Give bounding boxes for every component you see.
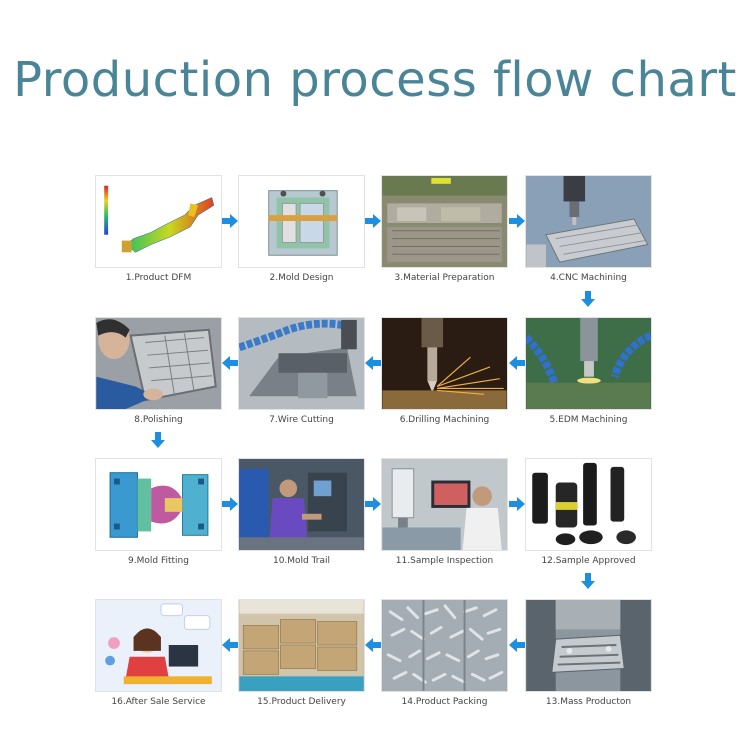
arrow-right-icon: [222, 497, 238, 511]
arrow-down-icon: [151, 432, 165, 448]
edm-icon: [525, 317, 652, 410]
step-cnc-machining: 4.CNC Machining: [525, 175, 652, 283]
step-label: 10.Mold Trail: [272, 556, 331, 566]
inspection-icon: [381, 458, 508, 551]
step-sample-inspection: 11.Sample Inspection: [381, 458, 508, 566]
sample-parts-icon: [525, 458, 652, 551]
cnc-icon: [525, 175, 652, 268]
step-mass-production: 13.Mass Producton: [525, 599, 652, 707]
step-label: 2.Mold Design: [269, 273, 334, 283]
step-label: 5.EDM Machining: [549, 415, 628, 425]
arrow-left-icon: [365, 638, 381, 652]
step-polishing: 8.Polishing: [95, 317, 222, 425]
step-label: 9.Mold Fitting: [128, 556, 189, 566]
mold-fitting-icon: [95, 458, 222, 551]
arrow-right-icon: [222, 214, 238, 228]
arrow-left-icon: [365, 356, 381, 370]
arrow-right-icon: [365, 497, 381, 511]
page-title: Production process flow chart: [13, 52, 737, 108]
mold-design-icon: [238, 175, 365, 268]
mold-trial-icon: [238, 458, 365, 551]
support-agent-icon: [95, 599, 222, 692]
packing-icon: [381, 599, 508, 692]
arrow-left-icon: [222, 638, 238, 652]
step-edm-machining: 5.EDM Machining: [525, 317, 652, 425]
step-label: 1.Product DFM: [125, 273, 192, 283]
mass-production-icon: [525, 599, 652, 692]
polishing-icon: [95, 317, 222, 410]
arrow-right-icon: [509, 214, 525, 228]
step-label: 7.Wire Cutting: [269, 415, 334, 425]
delivery-icon: [238, 599, 365, 692]
step-label: 13.Mass Producton: [545, 697, 632, 707]
step-wire-cutting: 7.Wire Cutting: [238, 317, 365, 425]
step-drilling-machining: 6.Drilling Machining: [381, 317, 508, 425]
step-sample-approved: 12.Sample Approved: [525, 458, 652, 566]
arrow-left-icon: [509, 638, 525, 652]
dfm-render-icon: [95, 175, 222, 268]
arrow-left-icon: [222, 356, 238, 370]
step-mold-trail: 10.Mold Trail: [238, 458, 365, 566]
step-mold-design: 2.Mold Design: [238, 175, 365, 283]
step-label: 12.Sample Approved: [541, 556, 636, 566]
drilling-icon: [381, 317, 508, 410]
step-mold-fitting: 9.Mold Fitting: [95, 458, 222, 566]
step-label: 16.After Sale Service: [111, 697, 206, 707]
arrow-left-icon: [509, 356, 525, 370]
arrow-right-icon: [365, 214, 381, 228]
step-after-sale-service: 16.After Sale Service: [95, 599, 222, 707]
step-label: 11.Sample Inspection: [395, 556, 494, 566]
arrow-down-icon: [581, 573, 595, 589]
step-label: 6.Drilling Machining: [399, 415, 490, 425]
step-label: 3.Material Preparation: [394, 273, 495, 283]
step-product-dfm: 1.Product DFM: [95, 175, 222, 283]
step-product-delivery: 15.Product Delivery: [238, 599, 365, 707]
step-label: 4.CNC Machining: [550, 273, 627, 283]
wire-cutting-icon: [238, 317, 365, 410]
step-label: 8.Polishing: [134, 415, 183, 425]
material-icon: [381, 175, 508, 268]
arrow-right-icon: [509, 497, 525, 511]
step-product-packing: 14.Product Packing: [381, 599, 508, 707]
step-material-preparation: 3.Material Preparation: [381, 175, 508, 283]
step-label: 14.Product Packing: [401, 697, 488, 707]
step-label: 15.Product Delivery: [257, 697, 346, 707]
arrow-down-icon: [581, 291, 595, 307]
